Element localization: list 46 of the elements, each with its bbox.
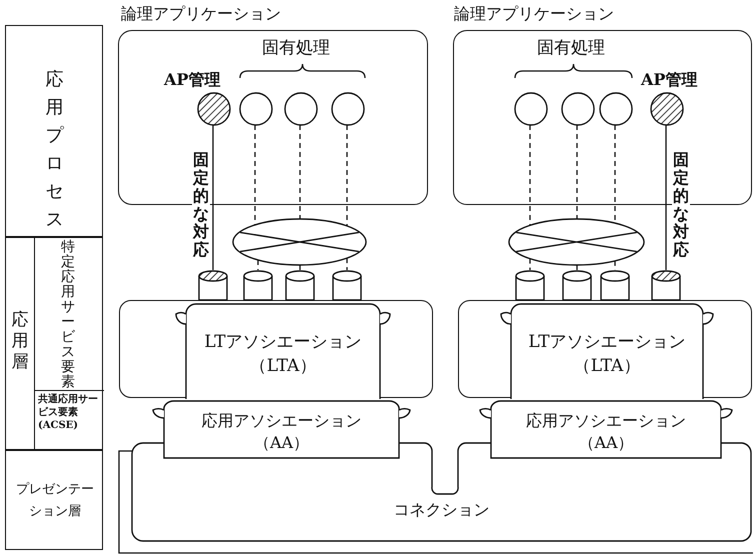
connector-line: [299, 125, 301, 219]
group-label: 固有処理: [262, 37, 330, 59]
layer-box: 応用プロセス: [5, 25, 103, 237]
connector-line: [576, 265, 578, 270]
layer-box: 共通応用サービス要素(ACSE): [34, 391, 104, 451]
process-circle: [514, 92, 548, 126]
group-title: 論理アプリケーション: [121, 4, 281, 25]
node-label: AP管理: [641, 70, 698, 91]
process-circle: [239, 92, 273, 126]
connector-line: [529, 258, 531, 270]
association-box: LTアソシエーション（LTA）: [176, 302, 390, 399]
layer-name: 応用層: [10, 310, 30, 373]
connector-line: [212, 125, 214, 270]
edge-label: 固定的な対応: [672, 150, 690, 260]
port-cylinder: [600, 270, 630, 300]
crossed-ellipse: [508, 218, 645, 266]
process-circle: [284, 92, 318, 126]
process-circle: [561, 92, 595, 126]
crossed-ellipse: [232, 218, 367, 266]
group-label: 固有処理: [537, 37, 605, 59]
port-cylinder: [515, 270, 545, 300]
connector-line: [529, 125, 531, 226]
process-circle: [331, 92, 365, 126]
association-box: LTアソシエーション（LTA）: [501, 302, 713, 399]
layer-box: 特定応用サービス要素: [34, 238, 104, 391]
entity-frame: [458, 300, 752, 398]
port-cylinder: [332, 270, 362, 300]
connector-line: [665, 125, 667, 270]
layer-box: プレゼンテーション層: [5, 450, 103, 550]
port-cylinder: [562, 270, 592, 300]
connector-line: [346, 258, 348, 270]
process-circle: [599, 92, 633, 126]
connector-line: [257, 260, 259, 270]
hatched-cylinder: [651, 270, 681, 300]
connector-line: [254, 125, 256, 225]
connector-line: [346, 125, 348, 226]
connector-line: [576, 125, 578, 219]
node-label: AP管理: [164, 70, 220, 91]
port-cylinder: [285, 270, 315, 300]
entity-frame: [119, 300, 433, 398]
group-title: 論理アプリケーション: [454, 4, 614, 25]
connector-line: [299, 265, 301, 270]
layer-box: [5, 237, 103, 450]
edge-label: 固定的な対応: [192, 150, 210, 260]
port-cylinder: [243, 270, 273, 300]
hatched-cylinder: [198, 270, 228, 300]
